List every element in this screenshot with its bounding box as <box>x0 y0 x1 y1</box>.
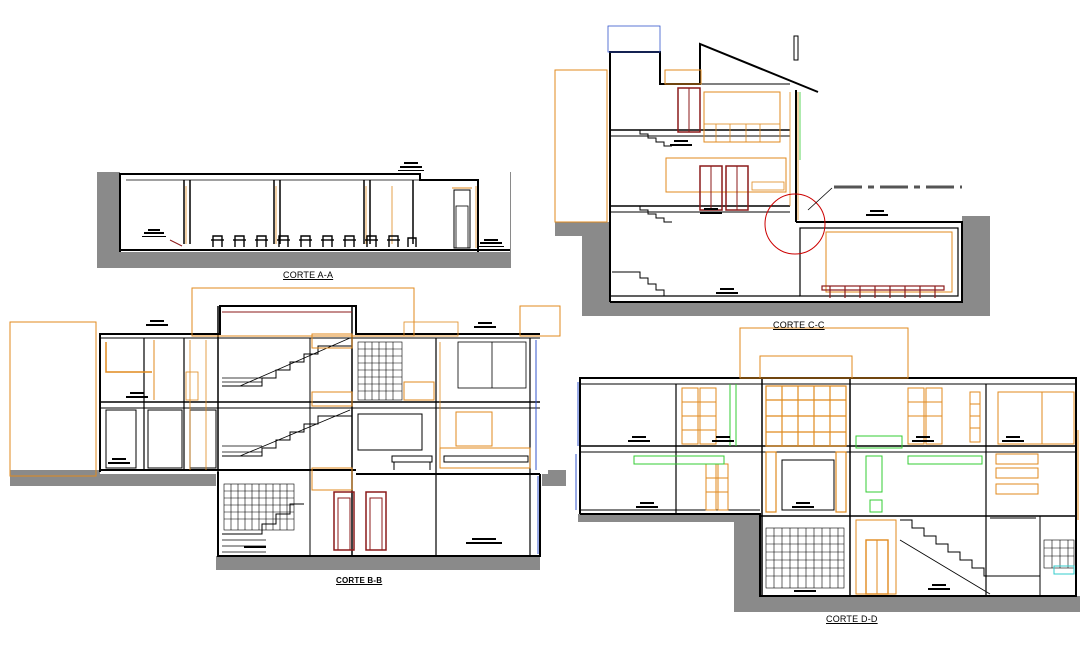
furniture-b <box>391 455 529 470</box>
chairs-c <box>821 285 945 298</box>
section-c-c <box>554 25 990 316</box>
caption-corte-d-d: CORTE D-D <box>826 614 878 624</box>
building-a <box>120 172 510 252</box>
chairs-a <box>211 235 417 247</box>
level-markers-b <box>108 320 502 548</box>
ground-d <box>578 514 1080 612</box>
tile-grid-d <box>765 527 1075 589</box>
glazed-facade-d <box>765 385 847 513</box>
detail-callout-circle <box>764 193 826 255</box>
outline-a <box>119 173 479 252</box>
window-c <box>607 25 661 53</box>
green-lines-d <box>633 384 983 513</box>
section-b-b <box>9 287 566 570</box>
tile-grid-b <box>223 341 403 531</box>
level-markers-c <box>670 140 888 294</box>
stairs-d <box>900 519 1040 577</box>
level-markers-d <box>628 436 1024 592</box>
caption-corte-b-b: CORTE B-B <box>336 576 383 585</box>
caption-corte-a-a: CORTE A-A <box>283 270 334 280</box>
section-a-a <box>97 162 511 268</box>
building-d <box>580 376 1078 514</box>
stairs-b <box>222 345 352 387</box>
outline-d <box>579 377 1077 597</box>
outline-b <box>99 305 540 472</box>
level-markers-a <box>142 162 504 247</box>
caption-corte-c-c: CORTE C-C <box>773 320 825 330</box>
section-d-d <box>575 327 1080 612</box>
